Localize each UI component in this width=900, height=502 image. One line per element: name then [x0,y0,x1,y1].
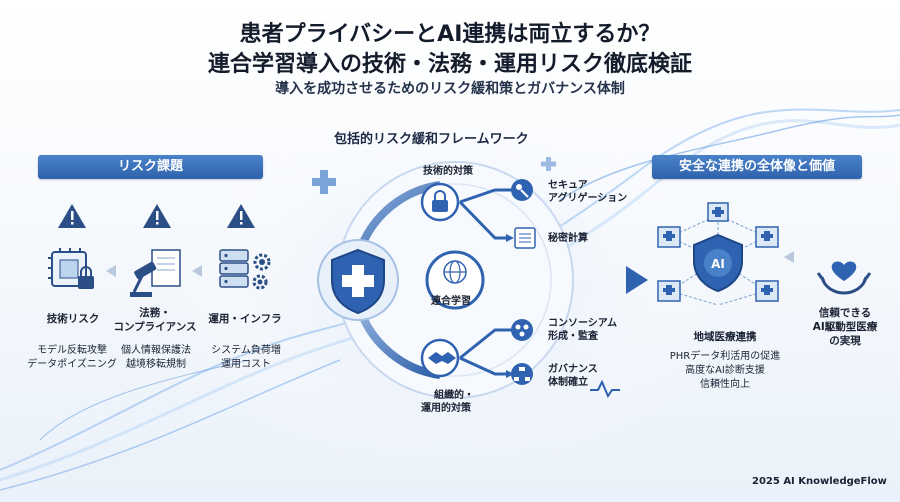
main-title-line1: 患者プライバシーとAI連携は両立するか？ [239,22,661,47]
benefit-reliability: 信頼性向上 [700,379,750,390]
benefit-ai-diagnosis: 高度なAI診断支援 [685,365,765,376]
hospital-icon [707,202,729,222]
warning-icon [143,204,171,228]
lock-icon [420,182,460,222]
org-measures-label-line1: 組織的・ [434,390,474,401]
org-measures-label-line2: 運用的対策 [421,403,471,414]
arrow-right-icon [192,265,202,277]
footer-credit: 2025 AI KnowledgeFlow [752,476,887,487]
plus-icon [312,170,336,194]
measure-consortium-line1: コンソーシアム [548,318,618,329]
main-title-line2: 連合学習導入の技術・法務・運用リスク徹底検証 [207,52,692,77]
outcome-line3: の実現 [829,335,861,347]
risk-icons [48,204,271,297]
warning-icon [58,204,86,228]
arrow-right-icon [106,265,116,277]
warning-icon [227,204,255,228]
outcome-line1: 信頼できる [818,307,872,319]
risk-ops-line2: 運用コスト [221,359,271,370]
technical-measures-label: 技術的対策 [423,166,473,177]
plus-icon [541,157,556,171]
risk-technical-line1: モデル反転攻撃 [37,345,107,356]
outcome-line2: AI駆動型医療 [812,321,878,333]
subtitle: 導入を成功させるためのリスク緩和策とガバナンス体制 [275,81,625,97]
risk-banner: リスク課題 [38,155,263,179]
framework-title: 包括的リスク緩和フレームワーク [334,132,529,147]
risk-ops-line1: システム負荷増 [211,345,281,356]
care-hands-icon [816,261,872,295]
regional-network-label: 地域医療連携 [693,331,757,343]
arrow-head-icon [626,266,648,294]
chip-lock-icon [48,248,94,289]
server-gear-icon [219,249,271,290]
key-icon [511,179,533,201]
value-banner: 安全な連携の全体像と価値 [652,155,862,179]
hospital-icon [755,280,779,302]
consortium-icon [511,319,533,341]
heartbeat-icon [590,379,620,399]
measure-consortium-line2: 形成・監査 [548,331,598,342]
risk-legal-line1: 個人情報保護法 [121,345,191,356]
benefit-phr: PHRデータ利活用の促進 [669,351,781,362]
org-chart-icon [511,363,533,385]
arrow-right-icon [784,251,794,263]
measure-secure-agg-line2: アグリゲーション [548,193,628,204]
risk-legal-line2: 越境移転規制 [126,359,186,370]
gavel-icon [130,249,181,297]
hospital-icon [657,280,681,302]
measure-secret-computation: 秘密計算 [548,233,588,244]
ai-hub-label: AI [711,257,725,271]
regional-network-diagram: AI [657,202,794,306]
computation-icon [514,227,536,249]
risk-ops-title: 運用・インフラ [208,313,282,325]
framework-diagram [312,157,648,399]
hospital-icon [657,226,681,248]
risk-technical-line2: データポイズニング [27,359,117,370]
hospital-icon [755,226,779,248]
risk-legal-title-line2: コンプライアンス [113,321,197,333]
risk-technical-title: 技術リスク [46,313,100,325]
federated-learning-label: 連合学習 [431,296,471,307]
measure-secure-agg-line1: セキュア [548,180,588,191]
measure-governance-line1: ガバナンス [548,364,598,375]
federated-learning-icon [425,250,485,310]
ai-shield-icon [693,233,743,293]
risk-legal-title-line1: 法務・ [139,307,171,319]
measure-governance-line2: 体制確立 [548,377,588,388]
shield-icon [317,239,399,321]
handshake-icon [420,338,460,378]
